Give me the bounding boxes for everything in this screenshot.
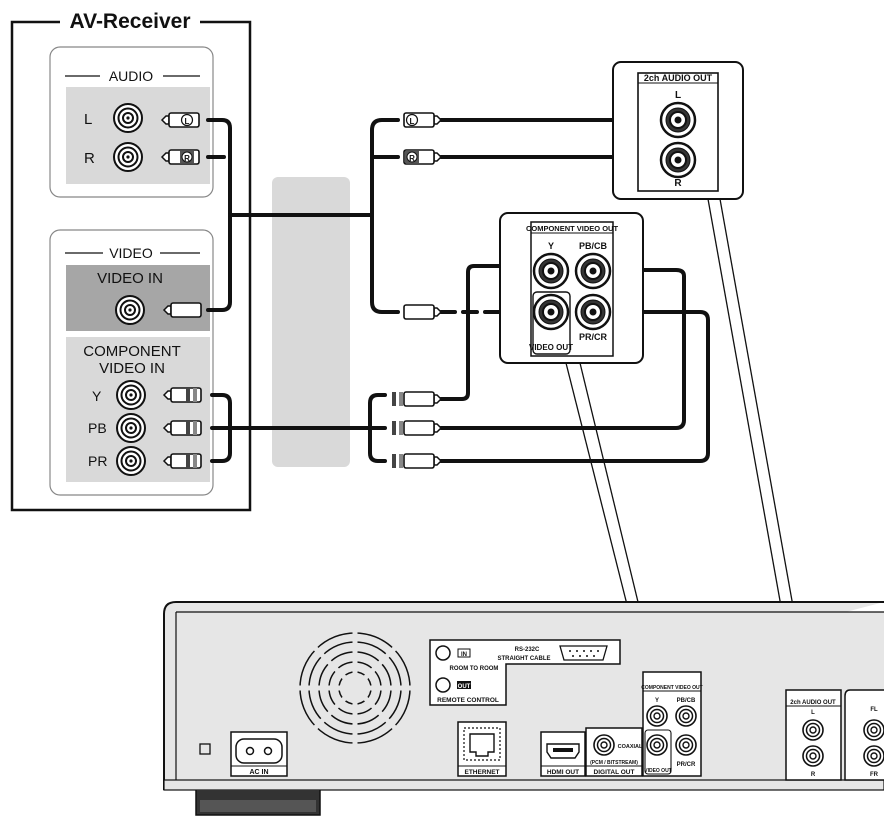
video-in-label: VIDEO IN [97,270,163,287]
digital-out-label: DIGITAL OUT [594,769,635,776]
player-audio-title: 2ch AUDIO OUT [790,700,836,706]
plug-r-label: R [184,154,190,163]
video-in-jack [115,295,145,325]
ac-in-label: AC IN [249,769,268,776]
player-comp-pr: PR/CR [677,762,696,768]
comp-pr-jack [116,446,146,476]
callout-comp-videoout: VIDEO OUT [529,343,573,352]
player-comp-pb: PB/CB [677,698,696,704]
video-heading: VIDEO [109,245,153,261]
rs232c-label: RS-232C [515,647,540,653]
plug-r-label-2: R [409,154,415,163]
comp-pb-jack [116,413,146,443]
callout-comp-pr: PR/CR [579,332,608,342]
receiver-frame [10,20,252,512]
audio-right-label: R [84,150,95,167]
cable-break-bar [272,177,350,467]
ethernet-label: ETHERNET [464,769,499,776]
callout-component-out: COMPONENT VIDEO OUT Y PB/CB VIDEO OUT PR… [499,212,644,364]
component-in-label-1: COMPONENT [83,343,181,360]
comp-pr-label: PR [88,453,107,469]
audio-heading: AUDIO [109,68,153,84]
player-comp-y: Y [655,698,659,704]
comp-y-label: Y [92,388,102,404]
audio-left-label: L [84,111,92,128]
room-to-room-label: ROOM TO ROOM [450,666,499,672]
player-audio-r: R [811,772,816,778]
remote-control-label: REMOTE CONTROL [437,697,499,704]
comp-y-jack [116,380,146,410]
digital-out-port [585,727,643,777]
rs232c-port [559,645,608,661]
comp-pb-label: PB [88,420,107,436]
player-audio-l: L [811,710,815,716]
player-video-out: VIDEO OUT [644,768,672,774]
receiver-plugs: L R [161,112,202,469]
player-mc-fl: FL [870,707,878,713]
callout-audio-out: 2ch AUDIO OUT L R [612,61,744,200]
coaxial-label: COAXIAL [618,744,643,750]
player-plugs: L R [392,112,442,469]
callout-comp-pb: PB/CB [579,241,608,251]
callout-audio-r: R [674,178,682,189]
player-comp-title: COMPONENT VIDEO OUT [641,685,702,691]
audio-r-jack [113,142,143,172]
audio-inputs-area [66,87,210,184]
remote-in-label: IN [461,652,467,658]
callout-audio-l: L [675,90,681,101]
straight-cable-label: STRAIGHT CABLE [498,656,551,662]
av-receiver: AV-Receiver AUDIO L R VIDEO VIDEO IN COM… [10,10,252,512]
component-in-label-2: VIDEO IN [99,360,165,377]
player-mc-fr: FR [870,772,879,778]
receiver-title: AV-Receiver [69,10,190,33]
callout-audio-title: 2ch AUDIO OUT [644,73,713,83]
callout-comp-y: Y [548,241,554,251]
audio-l-jack [113,103,143,133]
callout-comp-title: COMPONENT VIDEO OUT [526,224,619,233]
pcm-bitstream-label: (PCM / BITSTREAM) [590,760,638,766]
plug-l-label: L [185,117,190,126]
remote-out-label: OUT [458,684,471,690]
fan-grille [297,630,413,746]
player-rear-panel: AC IN IN ROOM TO ROOM OUT REMOTE CONTROL… [163,601,884,816]
plug-l-label-2: L [410,117,415,126]
hdmi-out-label: HDMI OUT [547,769,579,776]
